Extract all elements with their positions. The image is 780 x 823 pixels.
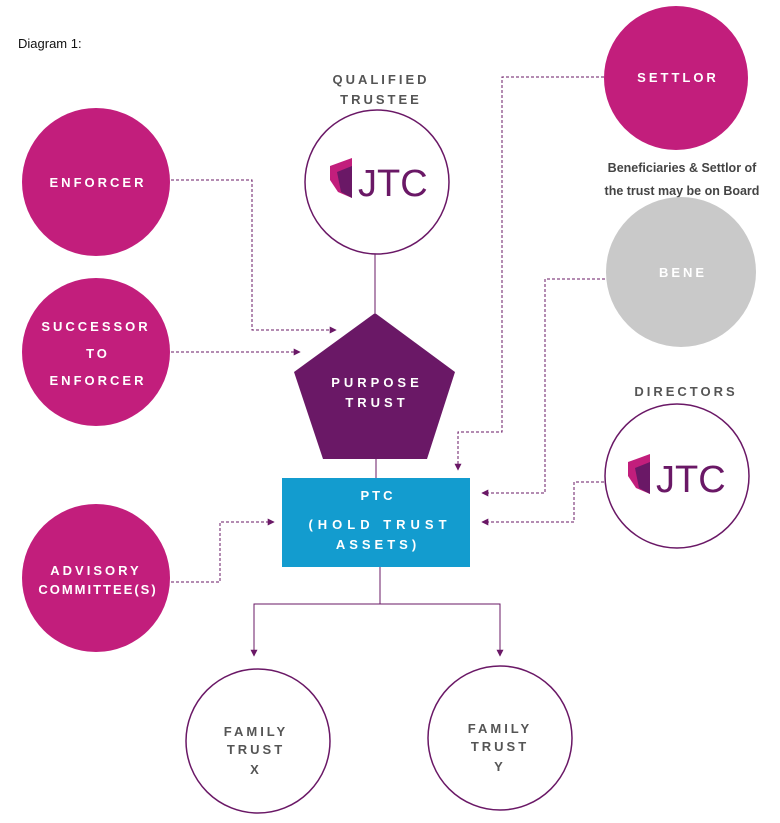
- connector-directors: [481, 481, 604, 526]
- jtc-shield-icon: [330, 158, 352, 198]
- successor-label-line2: TO: [86, 346, 110, 361]
- connector-settlor: [454, 76, 604, 471]
- family-trust-x-line1: FAMILY: [224, 724, 288, 739]
- advisory-label-line1: ADVISORY: [50, 563, 141, 578]
- family-trust-y-node: FAMILY TRUST Y: [427, 665, 573, 811]
- ptc-label-line3: ASSETS): [336, 537, 420, 552]
- qualified-trustee-node: JTC: [304, 109, 450, 255]
- advisory-node: ADVISORY COMMITTEE(S): [22, 504, 170, 652]
- family-trust-y-line1: FAMILY: [468, 721, 532, 736]
- bene-label: BENE: [659, 265, 707, 280]
- family-trust-x-node: FAMILY TRUST X: [185, 668, 331, 814]
- directors-label: DIRECTORS: [634, 384, 737, 399]
- family-trust-y-line3: Y: [494, 759, 506, 774]
- jtc-shield-icon: [628, 454, 650, 494]
- successor-label-line3: ENFORCER: [50, 373, 147, 388]
- connectors: [166, 76, 605, 657]
- purpose-trust-label-line1: PURPOSE: [331, 375, 423, 390]
- family-trust-x-line3: X: [250, 762, 262, 777]
- connector-bene: [481, 278, 605, 497]
- connector-enforcer: [166, 179, 337, 334]
- enforcer-label: ENFORCER: [50, 175, 147, 190]
- qualified-trustee-label-line1: QUALIFIED: [332, 72, 429, 87]
- bene-node: BENE: [606, 197, 756, 347]
- jtc-logo-text: JTC: [656, 459, 726, 501]
- advisory-label-line2: COMMITTEE(S): [38, 582, 157, 597]
- ptc-node: PTC (HOLD TRUST ASSETS): [282, 478, 470, 567]
- settlor-note-line1: Beneficiaries & Settlor of: [608, 161, 757, 175]
- settlor-note-line2: the trust may be on Board: [605, 184, 760, 198]
- family-trust-x-line2: TRUST: [227, 742, 285, 757]
- purpose-trust-node: PURPOSE TRUST: [294, 313, 455, 459]
- diagram-caption: Diagram 1:: [18, 36, 82, 51]
- connector-ptc-family-y: [380, 603, 504, 657]
- ptc-label-line1: PTC: [361, 488, 396, 503]
- family-trust-y-line2: TRUST: [471, 739, 529, 754]
- qualified-trustee-label-line2: TRUSTEE: [340, 92, 422, 107]
- settlor-label: SETTLOR: [637, 70, 719, 85]
- jtc-logo-text: JTC: [358, 163, 428, 205]
- connector-ptc-family: [250, 567, 381, 657]
- settlor-node: SETTLOR: [604, 6, 748, 150]
- ptc-label-line2: (HOLD TRUST: [308, 517, 451, 532]
- connector-advisory: [166, 518, 275, 583]
- purpose-trust-label-line2: TRUST: [345, 395, 408, 410]
- successor-label-line1: SUCCESSOR: [41, 319, 150, 334]
- successor-node: SUCCESSOR TO ENFORCER: [22, 278, 170, 426]
- enforcer-node: ENFORCER: [22, 108, 170, 256]
- directors-node: JTC: [604, 403, 750, 549]
